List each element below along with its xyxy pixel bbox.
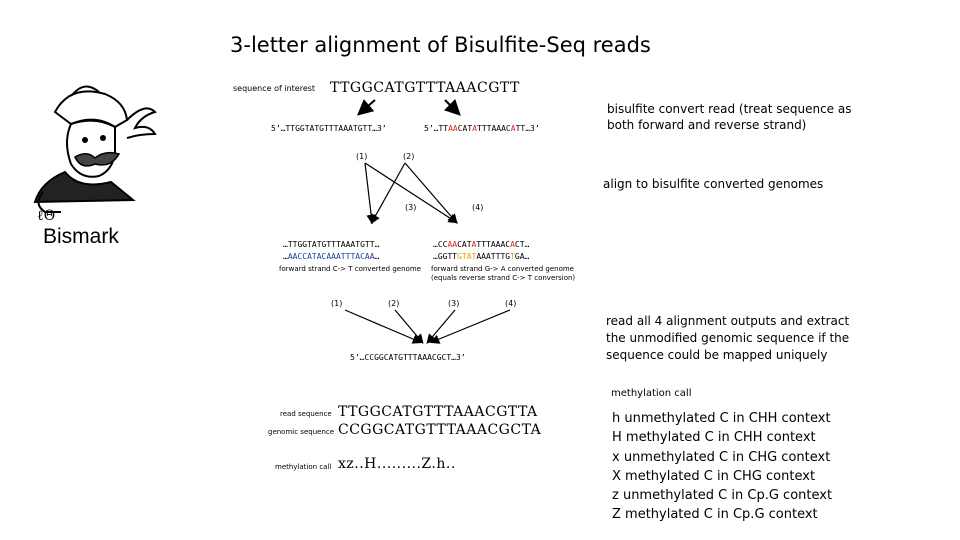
methylation-legend: h unmethylated C in CHH context H methyl… [612,409,832,525]
read-reverse: 5’…TTAACATATTTAAACATT…3’ [424,124,540,133]
legend-item: Z methylated C in Cp.G context [612,507,818,523]
legend-item: x unmethylated C in CHG context [612,449,831,465]
read-sequence-label: read sequence [280,410,332,418]
read-forward: 5’…TTGGTATGTTTAAATGTT…3’ [271,124,387,133]
genomic-result: 5’…CCGGCATGTTTAAACGCT…3’ [350,353,466,362]
marker-4: (4) [472,203,484,212]
genome-ga-bottom: …GGTTGTATAAATTTGTGA… [433,252,530,261]
genome-ct-label: forward strand C-> T converted genome [279,265,421,273]
genome-ct-top: …TTGGTATGTTTAAATGTT… [283,240,380,249]
svg-text:ℓΘ: ℓΘ [37,208,55,222]
genomic-sequence-label: genomic sequence [268,428,335,436]
legend-item: h unmethylated C in CHH context [612,411,831,426]
marker-2b: (2) [388,299,400,308]
legend-item: z unmethylated C in Cp.G context [612,488,833,504]
bismark-portrait-icon: ℓΘ [33,85,157,222]
unmodified-note: read all 4 alignment outputs and extract… [606,314,850,362]
legend-item: H methylated C in CHH context [612,430,816,446]
bisulfite-note: bisulfite convert read (treat sequence a… [607,102,852,132]
marker-3b: (3) [448,299,460,308]
legend-item: X methylated C in CHG context [612,468,816,484]
methylation-call-label: methylation call [275,463,332,471]
marker-2: (2) [403,152,415,161]
interest-sequence: TTGGCATGTTTAAACGTT [330,80,520,96]
genome-ga-label: forward strand G-> A converted genome [431,265,574,273]
methylation-call-string: xz..H.........Z.h.. [338,456,456,472]
genome-ct-bottom: …AACCATACAAATTTACAA… [283,252,380,261]
align-note: align to bisulfite converted genomes [603,177,824,191]
marker-1b: (1) [331,299,343,308]
read-sequence: TTGGCATGTTTAAACGTTA [338,404,538,420]
marker-3: (3) [405,203,417,212]
interest-label: sequence of interest [233,84,316,93]
marker-1: (1) [356,152,368,161]
page-title: 3-letter alignment of Bisulfite-Seq read… [230,33,651,57]
genomic-sequence: CCGGCATGTTTAAACGCTA [338,422,542,438]
marker-4b: (4) [505,299,517,308]
methylation-call-header: methylation call [611,388,692,399]
genome-ga-label-2: (equals reverse strand C-> T conversion) [431,274,576,282]
bismark-logo-text: Bismark [43,225,119,248]
genome-ga-top: …CCAACATATTTAAACACT… [433,240,530,249]
